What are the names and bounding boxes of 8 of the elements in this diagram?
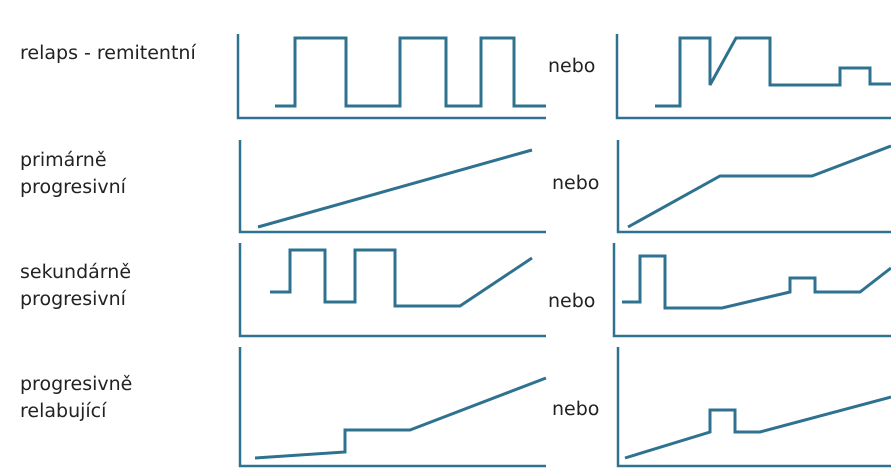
course-label: primárně progresivní xyxy=(20,148,128,200)
alternative-label: nebo xyxy=(548,290,596,312)
course-label: sekundárně progresivní xyxy=(20,260,132,312)
alternative-label: nebo xyxy=(552,172,600,194)
course-label: relaps - remitentní xyxy=(20,41,198,66)
course-label: progresivně relabující xyxy=(20,372,134,424)
alternative-label: nebo xyxy=(552,398,600,420)
alternative-label: nebo xyxy=(548,55,596,77)
